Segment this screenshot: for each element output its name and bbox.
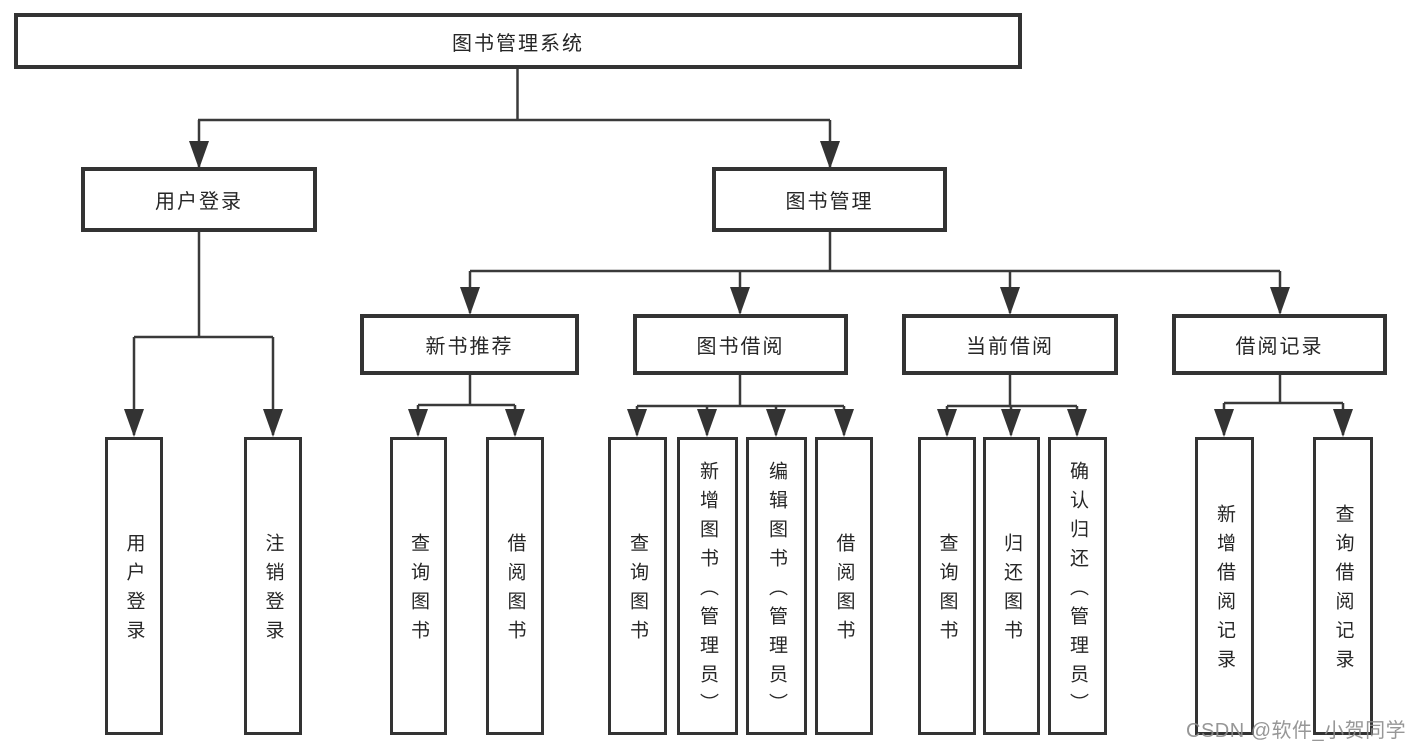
node-root: 图书管理系统 [14,13,1022,69]
leaf-borrow-books-recommend: 借阅图书 [486,437,544,735]
leaf-add-borrow-record-label: 新增借阅记录 [1214,504,1235,678]
leaf-add-borrow-record: 新增借阅记录 [1195,437,1254,735]
leaf-user-login: 用户登录 [105,437,163,735]
node-root-label: 图书管理系统 [452,32,584,55]
leaf-borrow-book: 借阅图书 [815,437,873,735]
node-user-login-label: 用户登录 [155,191,243,213]
leaf-return-book: 归还图书 [983,437,1040,735]
node-book-borrow: 图书借阅 [633,314,848,375]
leaf-confirm-return-admin-label: 确认归还（管理员） [1067,460,1088,722]
leaf-query-books-recommend: 查询图书 [390,437,447,735]
node-new-book-recommend: 新书推荐 [360,314,579,375]
leaf-confirm-return-admin: 确认归还（管理员） [1048,437,1107,735]
node-book-management-label: 图书管理 [785,191,874,213]
leaf-edit-book-admin-label: 编辑图书（管理员） [766,460,787,722]
leaf-query-borrow-record: 查询借阅记录 [1313,437,1373,735]
leaf-borrow-books-recommend-label: 借阅图书 [504,533,526,649]
node-user-login: 用户登录 [81,167,317,232]
leaf-query-borrow-record-label: 查询借阅记录 [1332,504,1354,678]
node-borrow-records-label: 借阅记录 [1235,336,1324,358]
node-book-borrow-label: 图书借阅 [696,336,785,358]
leaf-query-books-current: 查询图书 [918,437,976,735]
leaf-logout: 注销登录 [244,437,302,735]
node-current-borrow-label: 当前借阅 [966,336,1054,358]
csdn-watermark: CSDN @软件_小贺同学 [1186,720,1405,742]
leaf-query-books-borrow: 查询图书 [608,437,667,735]
node-borrow-records: 借阅记录 [1172,314,1387,375]
leaf-query-books-recommend-label: 查询图书 [408,533,429,649]
node-new-book-recommend-label: 新书推荐 [425,336,514,358]
leaf-query-books-current-label: 查询图书 [936,533,958,649]
leaf-edit-book-admin: 编辑图书（管理员） [746,437,807,735]
leaf-query-books-borrow-label: 查询图书 [627,533,648,649]
leaf-add-book-admin-label: 新增图书（管理员） [697,460,718,722]
leaf-user-login-label: 用户登录 [123,533,145,649]
leaf-add-book-admin: 新增图书（管理员） [677,437,738,735]
node-book-management: 图书管理 [712,167,947,232]
leaf-borrow-book-label: 借阅图书 [833,533,855,649]
leaf-return-book-label: 归还图书 [1001,533,1022,649]
leaf-logout-label: 注销登录 [262,533,284,649]
node-current-borrow: 当前借阅 [902,314,1118,375]
